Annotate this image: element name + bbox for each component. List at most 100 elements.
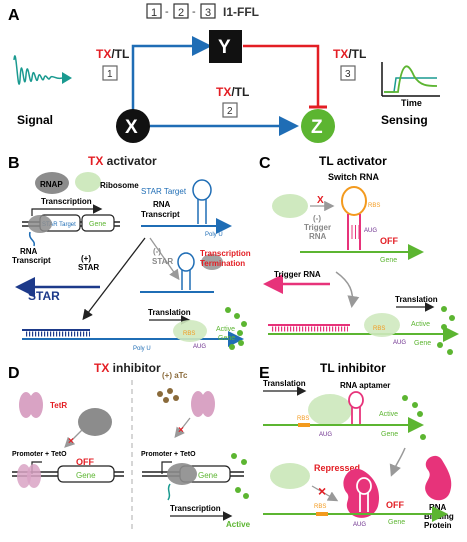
rna-aptamer-label: RNA aptamer	[340, 381, 390, 390]
gene-label-c1: Gene	[380, 257, 397, 264]
trigger-rna-label: Trigger RNA	[274, 270, 321, 279]
ribosome-label: Ribosome	[100, 181, 139, 190]
rnap-blob-d2	[167, 463, 197, 485]
tetr-free-2	[201, 391, 215, 417]
x-mark-e: ×	[318, 483, 326, 499]
rbs-mark-e2	[316, 512, 328, 516]
signal-label: Signal	[17, 113, 53, 127]
off-label-c: OFF	[380, 236, 398, 246]
curve-arrow-e	[389, 447, 406, 477]
node-y	[209, 30, 242, 63]
x-mark-d: ×	[68, 436, 74, 447]
tx-termination-1: Transcription	[200, 249, 251, 258]
star-target-label: STAR Target	[141, 187, 187, 196]
edge2-num: 2	[227, 106, 233, 117]
edge3-label: TX/TL	[333, 47, 366, 61]
edge3-box	[340, 65, 356, 81]
edge-x-to-y	[131, 36, 212, 112]
gene-box-b	[81, 214, 115, 232]
time-label: Time	[401, 98, 422, 108]
active-label-e: Active	[379, 411, 398, 418]
title-dash-2: -	[192, 6, 196, 18]
poly-u-label-1: Poly U	[205, 232, 223, 238]
poly-u-label-2: Poly U	[133, 346, 151, 352]
gene-label-e2: Gene	[388, 519, 405, 526]
hairpin-loop-b2	[177, 252, 195, 272]
transcription-label-b: Transcription	[41, 197, 92, 206]
star-label-b: STAR	[28, 289, 60, 303]
ribosome-e1	[308, 394, 352, 426]
panel-c-title: TL activator	[319, 154, 387, 168]
nascent-rna-d	[167, 483, 171, 501]
title-num-1: 1	[151, 7, 157, 19]
rnap-on-dna	[28, 215, 52, 233]
edge-y-to-z	[243, 44, 320, 106]
rbs-label-c1: RBS	[368, 203, 380, 209]
rnap-label: RNAP	[40, 180, 63, 189]
rnap-blob	[35, 172, 69, 194]
rna-label-b: RNA	[153, 200, 171, 209]
gene-box-d1	[57, 465, 115, 483]
aug-label-c1: AUG	[364, 228, 377, 234]
aug-label-e1: AUG	[319, 432, 332, 438]
rbs-label-e1: RBS	[297, 416, 309, 422]
ribosome-on-rna-b	[173, 320, 207, 342]
rna-transcript-label-2: Transcript	[12, 256, 51, 265]
atc-dot-1	[157, 391, 163, 397]
node-y-label: Y	[218, 37, 231, 58]
rnap-released	[201, 254, 223, 270]
protein-dot-d2	[241, 459, 247, 465]
rbp-icon	[425, 455, 452, 501]
title-box-1	[146, 3, 162, 19]
edge1-box	[102, 65, 118, 81]
gene-label-c2: Gene	[414, 340, 431, 347]
active-label-d: Active	[226, 520, 251, 529]
translation-label-c: Translation	[395, 295, 438, 304]
protein-dot-b4	[237, 330, 243, 336]
transcript-label-b: Transcript	[141, 210, 180, 219]
rbs-mark-e1	[298, 423, 310, 427]
gene-label-d2: Gene	[198, 471, 218, 480]
tetr-free-1	[191, 391, 205, 417]
protein-dot-c2	[449, 315, 455, 321]
panel-e: E TL inhibitor Translation RNA aptamer R…	[259, 361, 454, 530]
protein-dot-d4	[243, 493, 249, 499]
switch-rna-label: Switch RNA	[328, 172, 380, 182]
minus-c: (-)	[313, 214, 321, 223]
protein-dot-e2	[412, 402, 418, 408]
gene-box-b-label: Gene	[89, 221, 106, 228]
blocked-arrow-e	[311, 485, 339, 502]
tetr-bound-1	[17, 464, 31, 488]
tetr-bound-2	[27, 464, 41, 488]
aug-label-b: AUG	[193, 344, 206, 350]
protein-dot-e3	[417, 411, 423, 417]
edge1-num: 1	[107, 69, 113, 80]
off-label-e: OFF	[386, 500, 404, 510]
rbs-label-c2: RBS	[373, 326, 385, 332]
rbp-label-3: Protein	[424, 521, 452, 530]
translation-label-e: Translation	[263, 379, 306, 388]
atc-dot-3	[163, 397, 169, 403]
ribosome-blob	[75, 172, 101, 192]
aptamer-loop-1	[348, 391, 364, 409]
signal-wave-icon	[13, 55, 63, 85]
star-target-box-label: STAR Target	[42, 222, 76, 228]
panel-e-letter: E	[259, 365, 270, 382]
promoter-label-1: Promoter + TetO	[12, 451, 67, 458]
aug-label-e2: AUG	[353, 522, 366, 528]
active-label-c: Active	[411, 321, 430, 328]
transcription-arrow-b	[31, 204, 103, 216]
aptamer-loop-2	[356, 477, 372, 495]
ribosome-c2	[364, 313, 400, 337]
protein-dot-b6	[238, 340, 244, 346]
panel-d-title: TX inhibitor	[94, 361, 161, 375]
title-ffl: I1-FFL	[223, 5, 259, 19]
ribosome-c1	[272, 194, 308, 218]
nascent-rna-b	[28, 231, 36, 247]
tetr-blob-1	[19, 392, 33, 418]
protein-dot-d3	[235, 487, 241, 493]
edge2-label: TX/TL	[216, 85, 249, 99]
node-x-label: X	[125, 117, 138, 138]
promoter-label-2: Promoter + TetO	[141, 451, 196, 458]
